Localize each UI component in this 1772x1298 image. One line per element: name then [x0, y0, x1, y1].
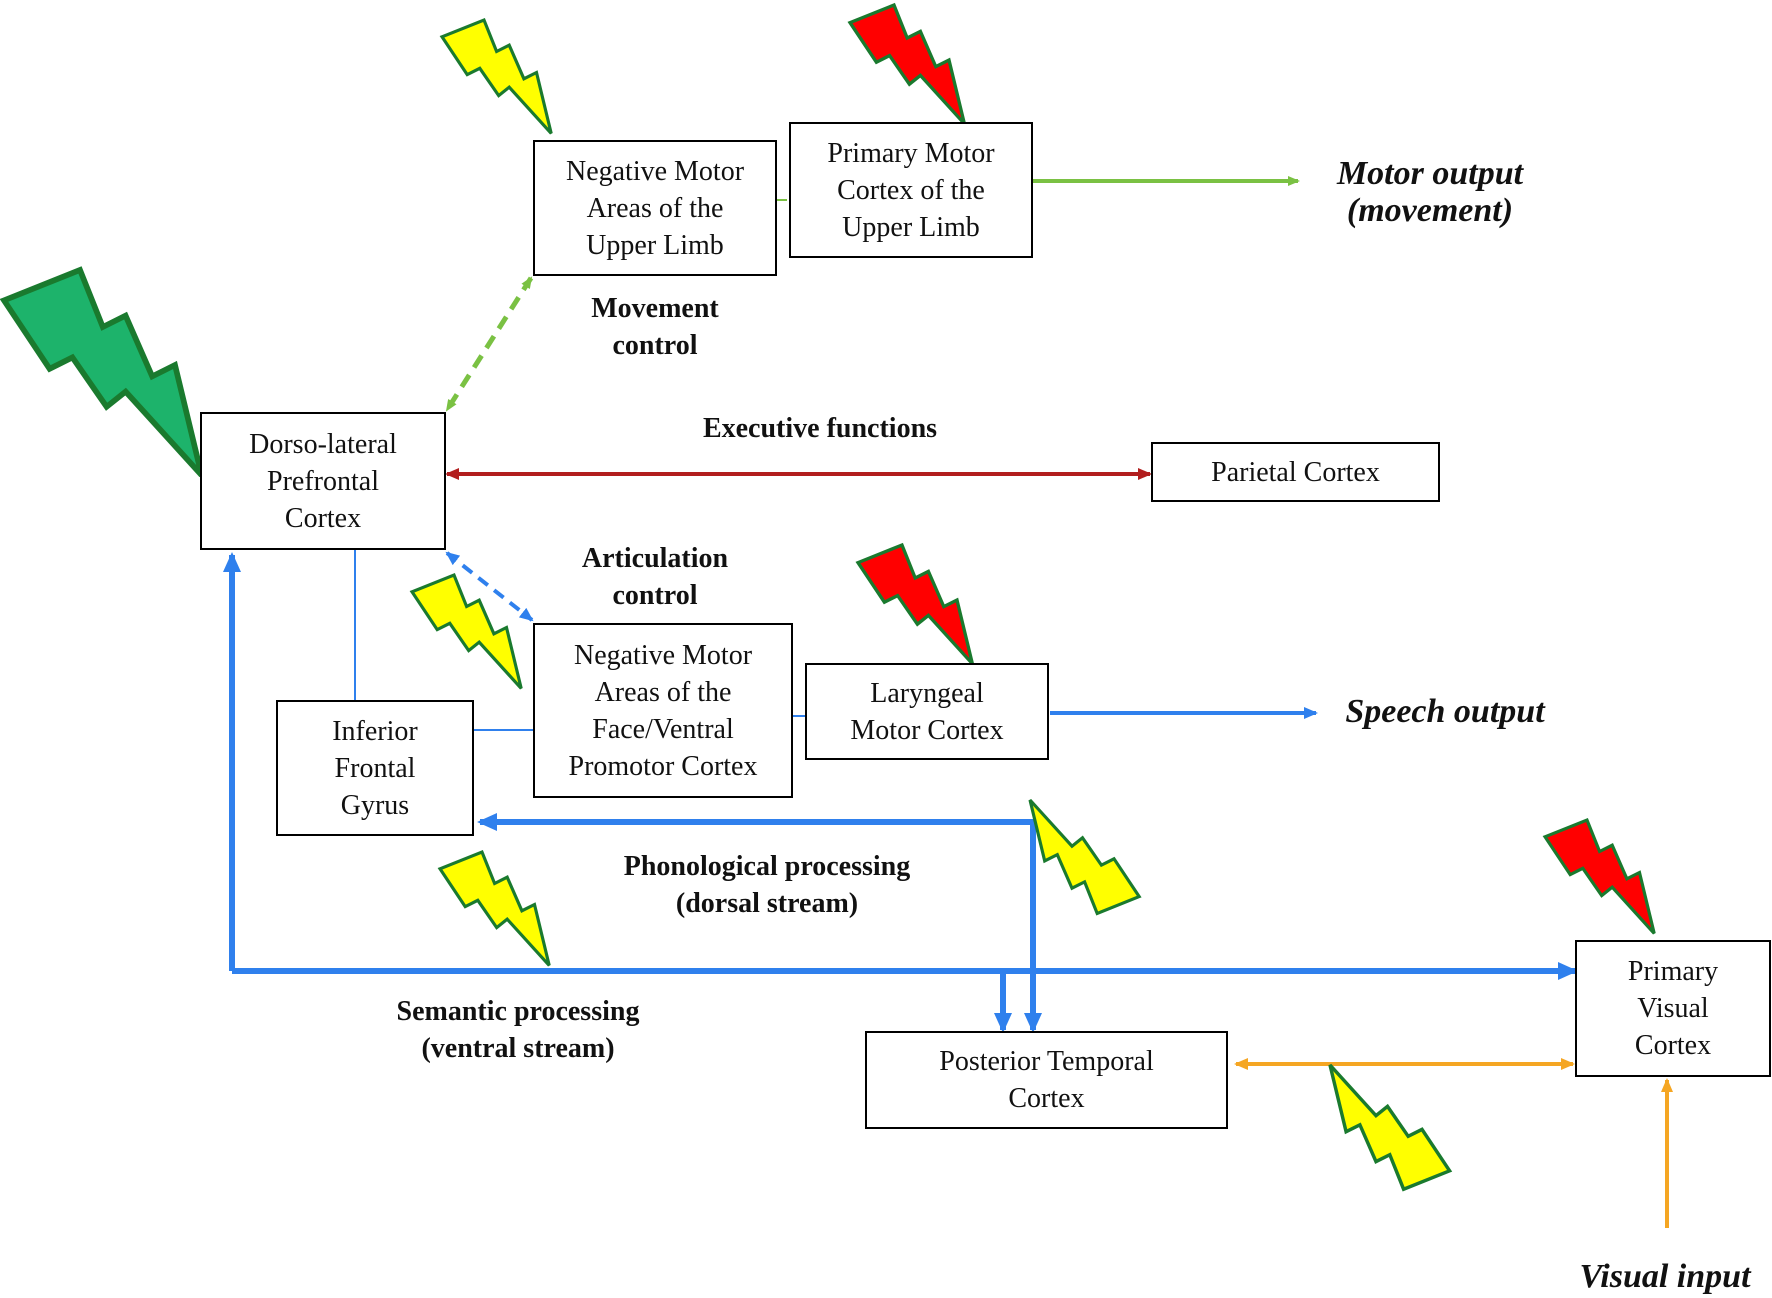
- bolt-temporal-visual-lightning-bolt-icon: [1328, 1063, 1453, 1192]
- visual-input-label: Visual input: [1579, 1258, 1751, 1295]
- primary-motor-cortex-box: Primary Motor Cortex of the Upper Limb: [789, 122, 1033, 258]
- movement-control-label: Movement control: [591, 293, 719, 361]
- semantic-processing-label: Semantic processing (ventral stream): [396, 996, 640, 1064]
- motor-output-label: Motor output (movement): [1336, 155, 1524, 229]
- nma-face-box: Negative Motor Areas of the Face/Ventral…: [533, 623, 793, 798]
- nma-upper-limb-box: Negative Motor Areas of the Upper Limb: [533, 140, 777, 276]
- bolt-dorsal-stream-lightning-bolt-icon: [1028, 798, 1142, 916]
- bolt-dlpfc-lightning-bolt-icon: [0, 266, 205, 478]
- articulation-control-label: Articulation control: [581, 543, 729, 611]
- parietal-cortex-box: Parietal Cortex: [1151, 442, 1440, 502]
- bolt-nma-upper-limb-lightning-bolt-icon: [439, 17, 553, 135]
- executive-functions-label: Executive functions: [702, 413, 938, 444]
- posterior-temporal-cortex-box: Posterior Temporal Cortex: [865, 1031, 1228, 1129]
- primary-visual-cortex-box: Primary Visual Cortex: [1575, 940, 1771, 1077]
- ifg-box: Inferior Frontal Gyrus: [276, 700, 474, 836]
- speech-output-label: Speech output: [1345, 693, 1545, 730]
- bolt-laryngeal-lightning-bolt-icon: [855, 542, 975, 665]
- laryngeal-motor-cortex-box: Laryngeal Motor Cortex: [805, 663, 1049, 760]
- bolt-primary-motor-lightning-bolt-icon: [847, 2, 967, 125]
- bolt-primary-visual-lightning-bolt-icon: [1542, 817, 1656, 935]
- movement-control-arrow: [444, 276, 534, 412]
- articulation-control-arrow: [445, 551, 534, 622]
- phonological-processing-label: Phonological processing (dorsal stream): [623, 851, 911, 919]
- bolt-ventral-stream-lightning-bolt-icon: [437, 849, 551, 967]
- dlpfc-box: Dorso-lateral Prefrontal Cortex: [200, 412, 446, 550]
- bolt-nma-face-lightning-bolt-icon: [409, 572, 523, 690]
